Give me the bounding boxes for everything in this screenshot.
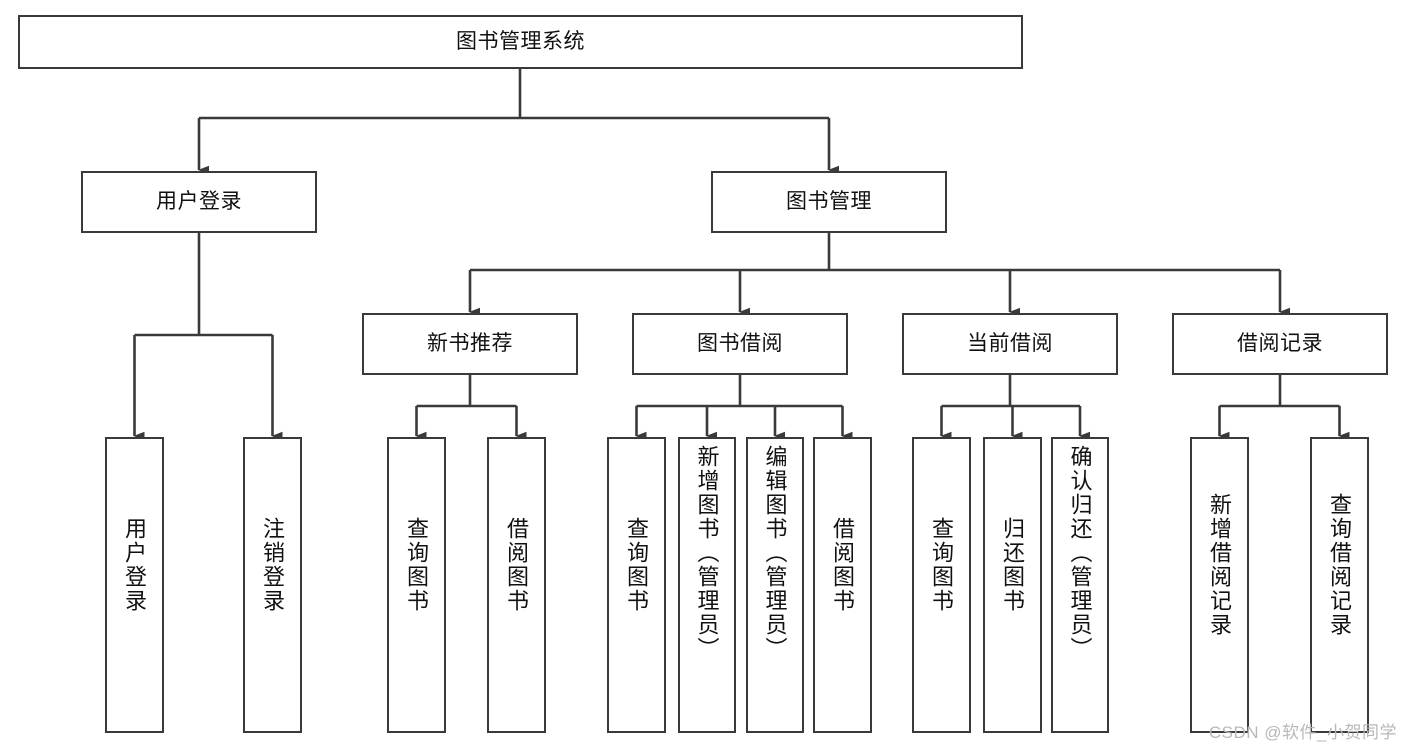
node-leaf-logout[interactable]: 注销登录 <box>243 437 302 733</box>
node-leaf-confirm-return[interactable]: 确认归还（管理员） <box>1051 437 1109 733</box>
node-book-borrow[interactable]: 图书借阅 <box>632 313 848 375</box>
node-user-login[interactable]: 用户登录 <box>81 171 317 233</box>
node-book-borrow-label: 图书借阅 <box>697 331 783 355</box>
node-leaf-query-book-rec-label: 查询图书 <box>404 517 430 613</box>
node-borrow-record-label: 借阅记录 <box>1237 331 1323 355</box>
node-leaf-return-book[interactable]: 归还图书 <box>983 437 1042 733</box>
node-leaf-query-record[interactable]: 查询借阅记录 <box>1310 437 1369 733</box>
node-root[interactable]: 图书管理系统 <box>18 15 1023 69</box>
node-borrow-record[interactable]: 借阅记录 <box>1172 313 1388 375</box>
node-leaf-query-book-borrow[interactable]: 查询图书 <box>607 437 666 733</box>
node-leaf-query-book-borrow-label: 查询图书 <box>624 517 650 613</box>
node-leaf-borrow-book[interactable]: 借阅图书 <box>813 437 872 733</box>
node-book-manage[interactable]: 图书管理 <box>711 171 947 233</box>
node-leaf-borrow-book-rec-label: 借阅图书 <box>504 517 530 613</box>
watermark: CSDN @软件_小贺同学 <box>1208 723 1397 742</box>
node-new-book-recommend-label: 新书推荐 <box>427 331 513 355</box>
node-user-login-label: 用户登录 <box>156 189 242 213</box>
node-current-borrow[interactable]: 当前借阅 <box>902 313 1118 375</box>
node-leaf-confirm-return-label: 确认归还（管理员） <box>1067 445 1093 661</box>
node-new-book-recommend[interactable]: 新书推荐 <box>362 313 578 375</box>
node-leaf-borrow-book-rec[interactable]: 借阅图书 <box>487 437 546 733</box>
node-leaf-query-record-label: 查询借阅记录 <box>1327 493 1353 637</box>
node-root-label: 图书管理系统 <box>456 29 585 53</box>
node-leaf-user-login-label: 用户登录 <box>122 517 148 613</box>
node-leaf-query-book-rec[interactable]: 查询图书 <box>387 437 446 733</box>
node-leaf-add-record[interactable]: 新增借阅记录 <box>1190 437 1249 733</box>
node-leaf-logout-label: 注销登录 <box>260 517 286 613</box>
node-leaf-return-book-label: 归还图书 <box>1000 517 1026 613</box>
node-current-borrow-label: 当前借阅 <box>967 331 1053 355</box>
node-leaf-add-book-label: 新增图书（管理员） <box>694 445 720 661</box>
node-leaf-query-book-cur[interactable]: 查询图书 <box>912 437 971 733</box>
node-leaf-add-book[interactable]: 新增图书（管理员） <box>678 437 736 733</box>
node-leaf-edit-book[interactable]: 编辑图书（管理员） <box>746 437 804 733</box>
node-leaf-edit-book-label: 编辑图书（管理员） <box>762 445 788 661</box>
node-book-manage-label: 图书管理 <box>786 189 872 213</box>
node-leaf-query-book-cur-label: 查询图书 <box>929 517 955 613</box>
node-leaf-borrow-book-label: 借阅图书 <box>830 517 856 613</box>
node-leaf-user-login[interactable]: 用户登录 <box>105 437 164 733</box>
node-leaf-add-record-label: 新增借阅记录 <box>1207 493 1233 637</box>
